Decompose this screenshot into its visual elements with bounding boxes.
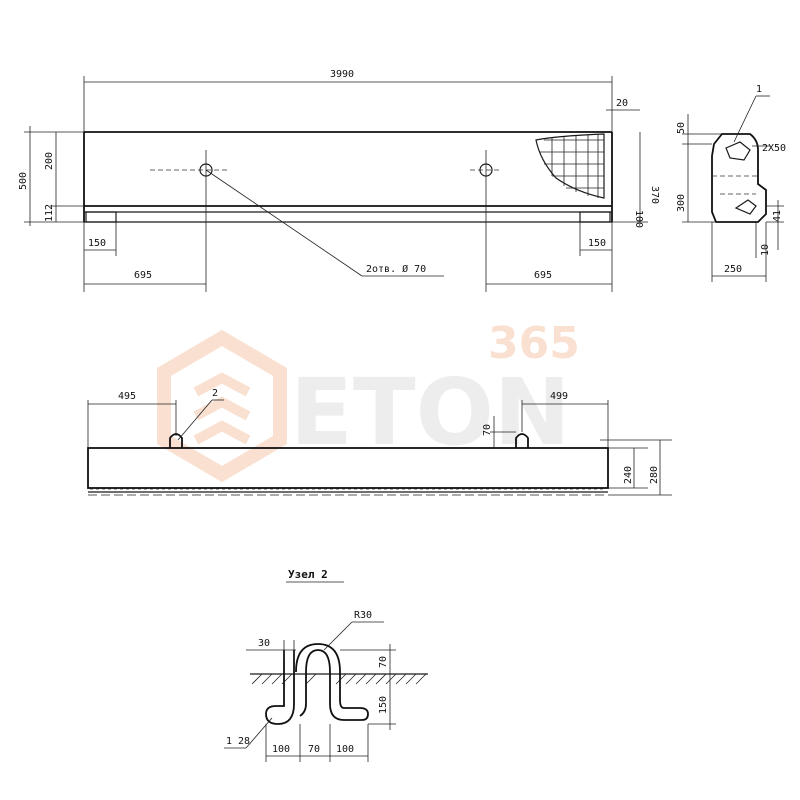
detail-view: Узел 2 R30 30 [224, 568, 428, 762]
dim-detail-left-width: 100 [272, 744, 290, 755]
dim-section-bottom-small: 10 [760, 244, 771, 256]
dim-section-width: 250 [724, 264, 742, 275]
dim-detail-mid-width: 70 [308, 744, 320, 755]
dim-section-top: 50 [676, 122, 687, 134]
dim-left-hole-offset: 695 [134, 270, 152, 281]
plan-view: 3990 20 500 200 112 370 100 150 150 695 … [18, 69, 660, 292]
dim-lower-height: 112 [44, 204, 55, 222]
dim-detail-right-width: 100 [336, 744, 354, 755]
dim-detail-above-surface: 70 [378, 656, 389, 668]
dim-left-support: 150 [88, 238, 106, 249]
hole-callout: 2отв. Ø 70 [366, 263, 426, 275]
dim-right-hole-offset: 695 [534, 270, 552, 281]
dim-right-height: 370 [649, 186, 660, 204]
dim-elevation-body-height: 240 [623, 466, 634, 484]
dim-detail-radius: R30 [354, 610, 372, 621]
loop-bar-main [295, 643, 369, 721]
lifting-loop-right [515, 433, 529, 448]
dim-upper-height: 200 [44, 152, 55, 170]
dim-overall-length: 3990 [330, 69, 354, 80]
watermark-brand: ETON [290, 359, 571, 466]
surface-hatching [251, 673, 427, 685]
dim-section-chamfer: 2Х50 [762, 143, 786, 154]
detail-bar-label: 1 28 [226, 736, 250, 747]
dim-right-support: 150 [588, 238, 606, 249]
dim-elevation-right-offset: 499 [550, 391, 568, 402]
watermark: 365 ETON [157, 318, 580, 483]
dim-detail-below-surface: 150 [378, 696, 389, 714]
elevation-loop-callout: 2 [212, 388, 218, 399]
section-callout: 1 [756, 84, 762, 95]
loop-bar [265, 650, 295, 725]
dim-section-height: 300 [676, 194, 687, 212]
watermark-logo-icon [157, 329, 287, 483]
dim-elevation-left-offset: 495 [118, 391, 136, 402]
dim-elevation-loop-height: 70 [482, 424, 493, 436]
dim-top-offset: 20 [616, 98, 628, 109]
dim-total-height: 500 [18, 172, 29, 190]
mesh-cutout [535, 133, 605, 199]
dim-bottom-right: 100 [633, 210, 644, 228]
watermark-number: 365 [488, 318, 580, 369]
dim-elevation-total-height: 280 [649, 466, 660, 484]
dim-detail-top-width: 30 [258, 638, 270, 649]
detail-title: Узел 2 [288, 568, 328, 581]
cross-section-view: 1 50 300 2Х50 41 10 250 [676, 84, 786, 282]
elevation-view: 495 2 499 70 240 280 [87, 388, 672, 496]
dim-section-right-small: 41 [772, 210, 783, 222]
